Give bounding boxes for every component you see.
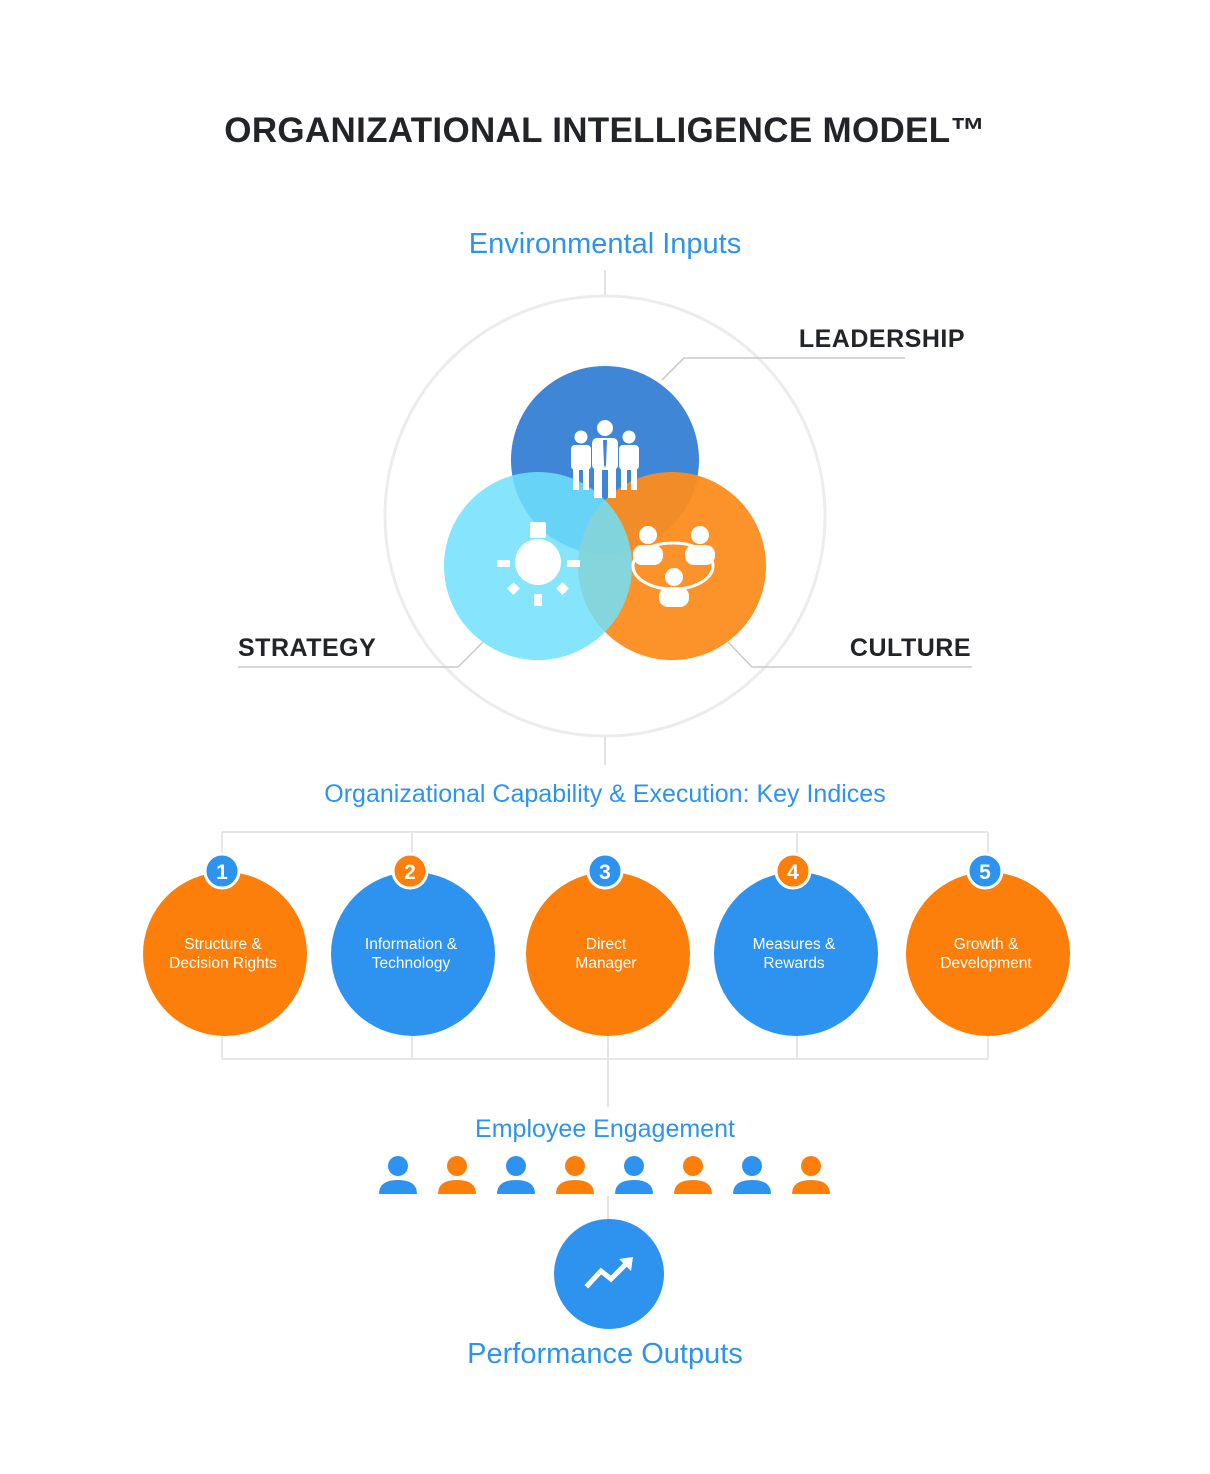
person-icon-blue: [615, 1156, 653, 1194]
person-icon-blue: [379, 1156, 417, 1194]
index-label-line1: Information &: [365, 936, 458, 953]
index-label-line1: Measures &: [753, 936, 836, 953]
index-number: 2: [404, 861, 416, 884]
index-circle: [714, 872, 878, 1036]
index-number: 4: [787, 861, 799, 884]
performance-outputs-label: Performance Outputs: [467, 1338, 743, 1370]
index-label-line1: Structure &: [184, 936, 262, 953]
culture-circle: [578, 472, 766, 660]
index-circle: [906, 872, 1070, 1036]
person-icon-orange: [556, 1156, 594, 1194]
person-icon-blue: [497, 1156, 535, 1194]
index-number: 5: [979, 861, 991, 884]
people-group-icon: [571, 420, 639, 498]
performance-circle: [554, 1219, 664, 1329]
outer-ring: [383, 294, 827, 738]
leadership-callout-line: [661, 357, 905, 381]
person-icon-orange: [674, 1156, 712, 1194]
index-number-badge: [966, 852, 1004, 890]
index-number-badge: [586, 852, 624, 890]
strategy-label: STRATEGY: [238, 634, 376, 662]
engagement-people-row: [379, 1156, 830, 1194]
person-icon-orange: [438, 1156, 476, 1194]
person-icon-orange: [792, 1156, 830, 1194]
index-number-badge: [203, 852, 241, 890]
index-label-line1: Growth &: [954, 936, 1019, 953]
index-circle: [143, 872, 307, 1036]
lightbulb-icon: [497, 522, 580, 606]
index-label-line2: Development: [940, 955, 1032, 972]
index-circle: [331, 872, 495, 1036]
index-number-badge: [391, 852, 429, 890]
index-label-line2: Rewards: [763, 955, 824, 972]
culture-label: CULTURE: [850, 634, 971, 662]
culture-callout-line: [727, 641, 972, 668]
team-network-icon: [631, 526, 715, 607]
index-label-line1: Direct: [586, 936, 627, 953]
page-title: ORGANIZATIONAL INTELLIGENCE MODEL™: [224, 111, 985, 150]
index-number: 1: [216, 861, 228, 884]
index-number-badge: [774, 852, 812, 890]
employee-engagement-label: Employee Engagement: [475, 1115, 735, 1143]
index-number: 3: [599, 861, 611, 884]
strategy-callout-line: [238, 641, 484, 668]
environmental-inputs-label: Environmental Inputs: [469, 228, 741, 260]
index-label-line2: Manager: [575, 955, 636, 972]
index-circle: [526, 872, 690, 1036]
trending-up-icon: [584, 1257, 633, 1289]
index-label-line2: Technology: [372, 955, 451, 972]
person-icon-blue: [733, 1156, 771, 1194]
leadership-label: LEADERSHIP: [799, 325, 965, 353]
capability-heading: Organizational Capability & Execution: K…: [324, 780, 885, 808]
index-label-line2: Decision Rights: [169, 955, 277, 972]
